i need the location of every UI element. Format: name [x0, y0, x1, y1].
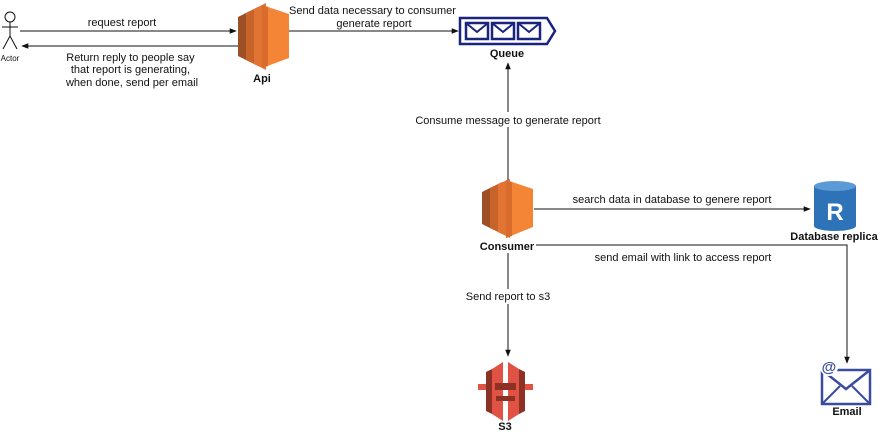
actor-label: Actor — [1, 54, 20, 63]
edge-send-email-label: send email with link to access report — [595, 252, 772, 264]
edge-send-to-s3-label: Send report to s3 — [466, 291, 550, 303]
edge-search-database-label: search data in database to genere report — [573, 194, 772, 206]
edge-send-email — [536, 244, 850, 364]
email-label: Email — [832, 406, 861, 418]
api-compute-icon — [238, 3, 289, 70]
consumer-compute-icon — [482, 179, 533, 238]
consumer-label: Consumer — [480, 241, 535, 253]
queue-label: Queue — [490, 48, 524, 60]
edge-return-reply-label: Return reply to people say that report i… — [65, 52, 198, 89]
svg-text:R: R — [826, 199, 843, 226]
api-label: Api — [253, 73, 271, 85]
s3-bucket-icon — [478, 362, 533, 421]
database-icon: R — [814, 181, 856, 231]
edge-consume-message-label: Consume message to generate report — [415, 115, 600, 127]
queue-envelope-icons — [465, 22, 541, 34]
svg-text:@: @ — [822, 359, 837, 376]
email-icon: @ — [820, 358, 872, 406]
edge-request-report-label: request report — [88, 17, 156, 29]
s3-label: S3 — [498, 421, 511, 433]
edge-send-data-label: Send data necessary to consumer generate… — [289, 5, 459, 30]
actor-icon — [2, 11, 18, 50]
database-label: Database replica — [790, 231, 878, 243]
